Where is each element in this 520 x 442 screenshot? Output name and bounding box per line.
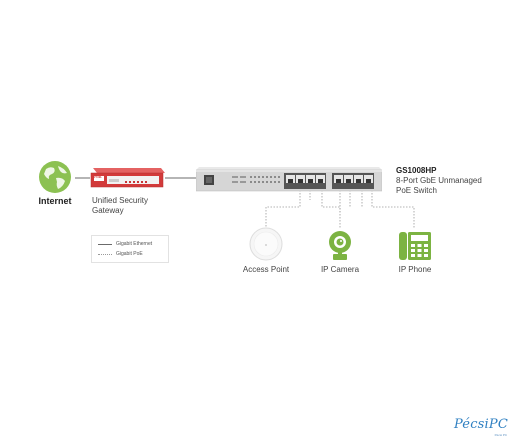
gateway-label-line2: Gateway (92, 206, 124, 215)
legend: Gigabit Ethernet Gigabit PoE (91, 235, 169, 263)
gateway-label: Unified Security Gateway (92, 196, 172, 216)
gateway-label-line1: Unified Security (92, 196, 149, 205)
globe-icon (39, 161, 71, 193)
poe-switch-device (196, 166, 382, 192)
legend-solid-line (98, 244, 112, 245)
ip-camera-label: IP Camera (320, 265, 360, 274)
ip-camera-node (326, 230, 354, 262)
security-gateway-device (89, 165, 165, 189)
ip-camera-icon (329, 231, 351, 260)
ip-phone-node (398, 231, 432, 261)
switch-label: GS1008HP 8-Port GbE Unmanaged PoE Switch (396, 166, 516, 196)
access-point-label: Access Point (242, 265, 290, 274)
poe-lines (265, 190, 415, 228)
watermark-subtext: Pécsi PC (494, 433, 507, 437)
watermark-logo: PécsiPC (453, 417, 508, 432)
legend-dotted-line (98, 254, 112, 255)
ip-phone-icon (399, 232, 431, 260)
internet-node (38, 160, 72, 194)
legend-item-poe: Gigabit PoE (116, 251, 143, 257)
switch-model: GS1008HP (396, 166, 437, 175)
switch-desc-line1: 8-Port GbE Unmanaged (396, 176, 482, 185)
switch-desc-line2: PoE Switch (396, 186, 437, 195)
access-point-node (248, 226, 284, 262)
gateway-logo: ZYXEL (94, 176, 103, 179)
legend-item-ethernet: Gigabit Ethernet (116, 241, 153, 247)
ip-phone-label: IP Phone (398, 265, 432, 274)
internet-label: Internet (38, 196, 72, 206)
access-point-icon (249, 227, 283, 261)
